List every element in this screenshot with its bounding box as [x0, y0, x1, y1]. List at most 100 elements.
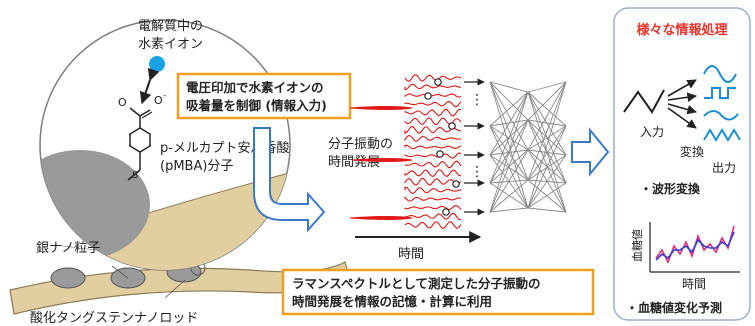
voltage-callout: 電圧印加で水素イオンの 吸着量を制御 (情報入力): [176, 72, 352, 120]
vibration-trace: [404, 196, 462, 202]
electrolyte-label: 電解質中の: [138, 19, 203, 34]
vibration-trace: [404, 74, 462, 83]
network-edge: [489, 81, 529, 209]
network-edge: [489, 91, 529, 156]
svg-text:吸着量を制御 (情報入力): 吸着量を制御 (情報入力): [186, 98, 327, 113]
network-edge: [489, 81, 529, 151]
vibration-trace: [404, 108, 462, 117]
glucose-ylabel: 血糖値: [630, 229, 644, 262]
reservoir-node: [452, 180, 460, 188]
silver-nanoparticle: [50, 267, 86, 289]
output-label: 出力: [712, 161, 736, 175]
glucose-label: ・血糖値変化予測: [626, 300, 722, 315]
convert-label: 変換: [680, 144, 704, 159]
input-wave: [623, 89, 665, 114]
output-gentle: [703, 110, 739, 121]
network-edge: [527, 125, 567, 209]
vibration-label: 時間発展: [328, 155, 380, 170]
silver-np-label: 銀ナノ粒子: [36, 241, 100, 256]
input-label: 入力: [640, 125, 664, 139]
vibration-label: 分子振動の: [328, 137, 393, 152]
molecule-label: (pMBA)分子: [160, 159, 233, 174]
input-spike: [349, 216, 413, 220]
network-edge: [489, 119, 529, 213]
reservoir-node: [448, 122, 456, 130]
sulfur-label: S: [132, 170, 138, 181]
input-spike: [351, 158, 413, 162]
reservoir-node: [434, 78, 442, 86]
network-edge: [489, 179, 529, 213]
network-edge: [527, 125, 567, 151]
vibration-trace: [404, 100, 462, 108]
output-sine: [703, 65, 737, 83]
raman-callout: ラマンスペクトルとして測定した分子振動の 時間発展を情報の記憶・計算に利用: [281, 268, 595, 316]
leader-line: [164, 279, 186, 299]
network-edge: [489, 91, 529, 213]
network-edge: [489, 149, 529, 213]
vibration-trace: [404, 212, 462, 221]
network-edge: [527, 91, 567, 127]
fan-arrow: [667, 92, 697, 102]
vibration-trace: [404, 134, 462, 142]
reservoir-node: [436, 150, 444, 158]
ellipsis-mark: ⋮: [470, 164, 484, 180]
network-edge: [489, 81, 529, 93]
network-edge: [489, 207, 529, 213]
vibration-trace: [404, 144, 462, 150]
vibration-trace: [404, 152, 462, 159]
vibration-trace: [404, 177, 462, 186]
glucose-predicted-line: [655, 231, 735, 261]
network-edge: [489, 81, 529, 181]
fan-arrow: [667, 79, 697, 97]
hydrogen-ion: [149, 56, 165, 72]
vibration-trace: [404, 160, 462, 169]
network-edge: [527, 125, 567, 181]
network-edge: [527, 81, 567, 151]
carboxylate-label: O: [154, 94, 163, 107]
network-edge: [527, 81, 567, 209]
double-arrow: [139, 67, 160, 105]
network-edge: [527, 81, 567, 181]
info-processing-panel: 様々な情報処理 入力 変換 出力 ・波形変換 血糖値 時間 ・血糖値変化予測: [613, 7, 751, 321]
sulfur-bond: [127, 169, 141, 181]
vibration-trace: [404, 205, 462, 211]
nanorod-label: 酸化タングステンナノロッド: [30, 311, 198, 326]
panel-arrow: [571, 127, 610, 177]
vibration-trace: [404, 83, 462, 91]
svg-text:ラマンスペクトルとして測定した分子振動の: ラマンスペクトルとして測定した分子振動の: [292, 276, 541, 291]
network-edge: [489, 154, 529, 181]
network-edge: [527, 119, 567, 184]
network-edge: [527, 81, 567, 93]
network-edge: [489, 91, 529, 184]
network-edge: [489, 91, 529, 127]
network-edge: [527, 91, 567, 156]
leader-line: [111, 265, 129, 279]
waveform-label: ・波形変換: [640, 181, 701, 196]
reservoir-node: [442, 208, 450, 216]
time-axis-label: 時間: [398, 247, 424, 262]
network-edge: [527, 119, 567, 127]
reservoir-node: [424, 92, 432, 100]
network-edge: [489, 81, 529, 121]
vibration-trace: [404, 221, 462, 230]
network-edge: [527, 154, 567, 209]
input-spike: [349, 106, 413, 110]
vibration-trace: [404, 169, 462, 178]
output-triangle: [703, 128, 741, 142]
flow-arrow: [253, 127, 326, 233]
output-square: [704, 87, 736, 99]
network-edge: [527, 207, 567, 213]
vibration-trace: [404, 93, 462, 98]
fan-arrow: [667, 103, 697, 115]
svg-text:電圧印加で水素イオンの: 電圧印加で水素イオンの: [186, 80, 324, 95]
ellipsis-mark: ⋮: [470, 92, 484, 108]
fan-arrow: [667, 107, 697, 129]
network-edge: [527, 182, 567, 209]
panel-title: 様々な情報処理: [636, 22, 727, 38]
glucose-xlabel: 時間: [682, 277, 706, 291]
vibration-waves: [349, 74, 462, 230]
readout-network: ⋮⋮: [464, 78, 567, 216]
electrolyte-label: 水素イオン: [138, 37, 203, 52]
svg-text:時間発展を情報の記憶・計算に利用: 時間発展を情報の記憶・計算に利用: [292, 294, 492, 309]
vibration-trace: [404, 186, 462, 195]
